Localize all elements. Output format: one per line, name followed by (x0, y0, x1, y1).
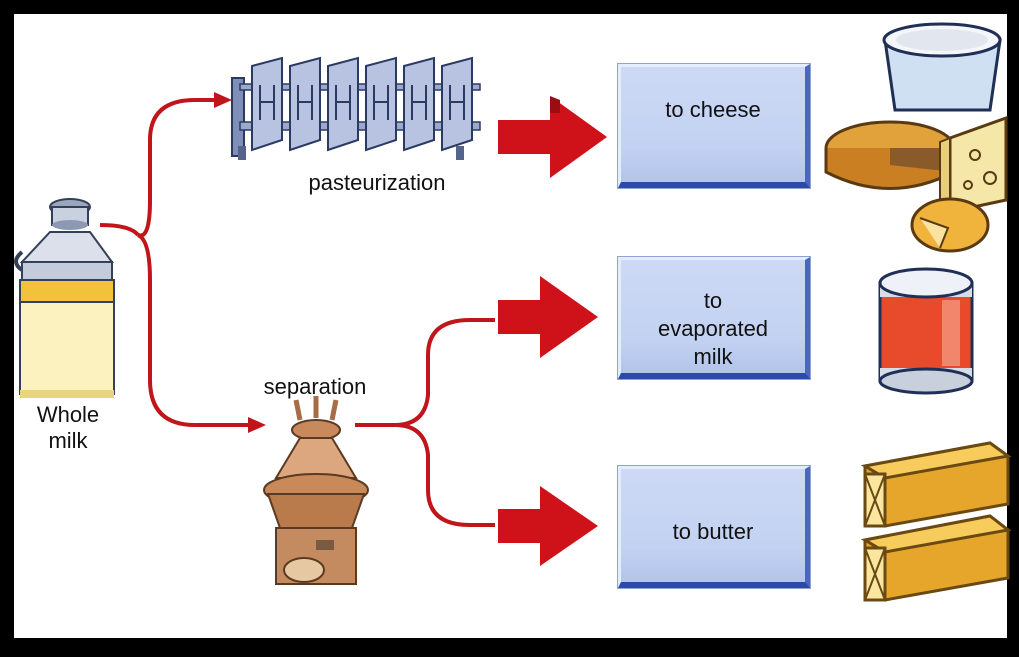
arrow-to-butter (498, 486, 598, 566)
output-label-evaporated-line3: milk (693, 344, 733, 369)
whole-milk-label-line1: Whole (36, 402, 100, 427)
output-box-evaporated-milk: to evaporated milk (618, 257, 810, 379)
output-label-evaporated-line1: to (703, 288, 723, 313)
separation-label: separation (263, 374, 367, 399)
arrow-to-evaporated (498, 276, 598, 358)
pasteurization-label: pasteurization (308, 170, 446, 195)
big-arrows (498, 96, 607, 566)
milk-churn-icon (14, 198, 115, 398)
output-label-butter: to butter (672, 519, 754, 544)
butter-box-icon (860, 441, 1012, 602)
separator-icon (263, 396, 369, 585)
output-box-butter: to butter (618, 466, 810, 588)
whole-milk-label-line2: milk (48, 428, 88, 453)
cheese-icon (824, 22, 1008, 253)
output-label-cheese: to cheese (665, 97, 761, 122)
flow-arrowheads (214, 92, 266, 433)
milk-can-icon (878, 267, 974, 395)
pasteurizer-icon (231, 56, 481, 160)
flow-lines (99, 98, 495, 527)
output-box-cheese: to cheese (618, 64, 810, 188)
output-label-evaporated-line2: evaporated (657, 316, 769, 341)
arrow-to-cheese (498, 96, 607, 178)
